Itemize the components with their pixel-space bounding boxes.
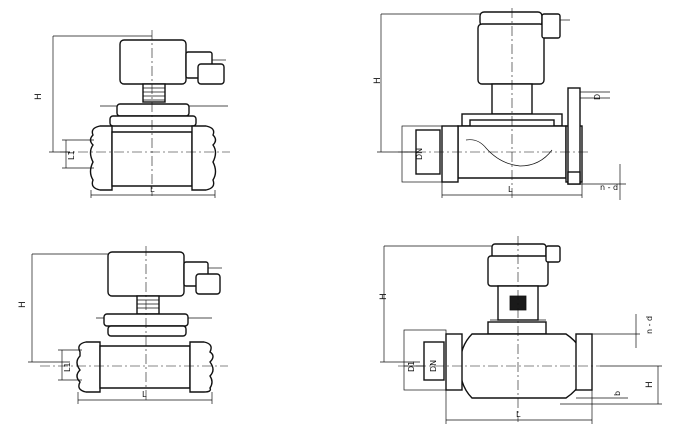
- length-label: L: [150, 185, 155, 194]
- threaded-valve-drawing-top-left: H L1 L: [34, 30, 230, 198]
- length-label: L: [516, 410, 521, 419]
- length-label: L: [142, 390, 147, 399]
- flange-thickness-label: b: [613, 391, 622, 396]
- port-label: DN: [415, 148, 424, 160]
- threaded-valve-drawing-bottom-left: H L1 L: [18, 246, 228, 404]
- flange-label: D1: [407, 361, 416, 372]
- bolt-label: n - d: [645, 316, 654, 334]
- height-label: H: [373, 77, 383, 84]
- bolt-label: n - d: [600, 183, 618, 192]
- height-label: H: [18, 301, 28, 308]
- flange-label: D: [593, 94, 602, 100]
- flanged-valve-drawing-bottom-right: H D1 DN n - d H b L: [379, 236, 662, 424]
- total-height-label: H: [645, 381, 655, 388]
- port-label: L1: [67, 150, 76, 160]
- length-label: L: [508, 185, 513, 194]
- height-label: H: [379, 293, 389, 300]
- height-label: H: [34, 93, 44, 100]
- flanged-valve-drawing-top-right: H DN D n - d L: [373, 8, 626, 200]
- port-label: DN: [429, 360, 438, 372]
- port-label: L1: [63, 362, 72, 372]
